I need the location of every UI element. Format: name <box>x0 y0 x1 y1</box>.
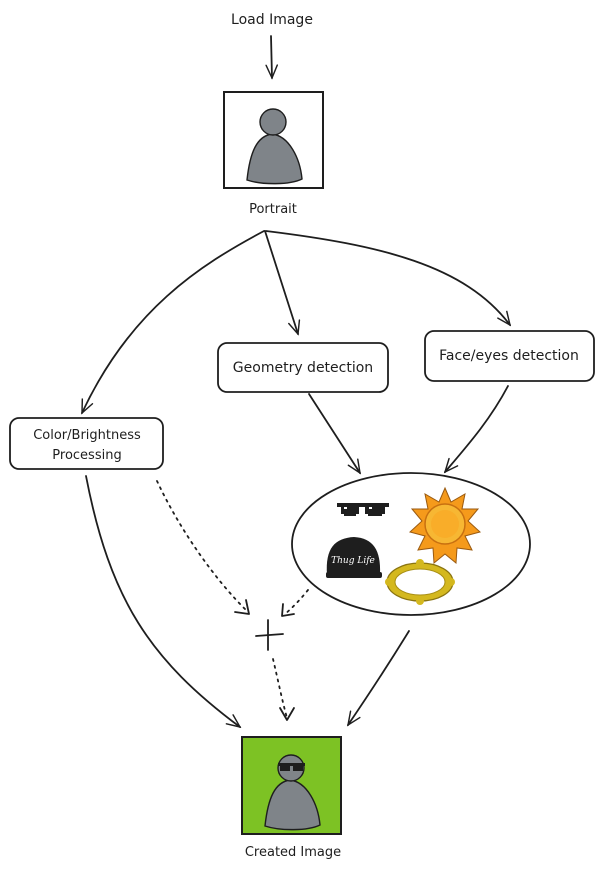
color-brightness-label-line2: Processing <box>52 448 121 463</box>
arrow-portrait-to-face <box>265 230 510 325</box>
geometry-detection-node: Geometry detection <box>217 342 389 393</box>
load-image-label: Load Image <box>231 12 313 28</box>
dotted-arrowhead-accessories <box>281 603 295 617</box>
dotted-arrowhead-color <box>234 599 250 615</box>
portrait-label: Portrait <box>249 202 297 217</box>
face-eyes-detection-node: Face/eyes detection <box>424 330 595 382</box>
arrow-face-to-accessories <box>445 385 509 472</box>
created-image-label: Created Image <box>245 845 341 860</box>
created-image-node <box>241 736 342 835</box>
geometry-detection-label: Geometry detection <box>233 360 373 376</box>
dotted-arrow-combine-to-created <box>272 658 288 719</box>
cap-text: Thug Life <box>331 556 375 566</box>
arrow-portrait-to-geometry <box>264 230 298 334</box>
sunglasses-icon <box>337 503 389 516</box>
combine-plus-icon <box>255 619 284 651</box>
arrow-color-to-created <box>85 475 240 727</box>
arrow-geometry-to-accessories <box>308 393 360 473</box>
dotted-arrow-accessories-to-combine <box>283 589 309 616</box>
person-with-sunglasses-icon <box>264 754 321 831</box>
portrait-node <box>223 91 324 189</box>
dotted-arrow-color-to-combine <box>156 480 249 613</box>
arrow-portrait-to-color <box>81 230 265 413</box>
dotted-arrowhead-created <box>279 707 295 721</box>
arrow-load-to-portrait <box>271 35 272 78</box>
cap-icon: Thug Life <box>326 537 382 578</box>
face-eyes-detection-label: Face/eyes detection <box>439 348 579 364</box>
color-brightness-node: Color/Brightness Processing <box>9 417 164 470</box>
sun-icon <box>408 486 482 565</box>
gold-frame-icon <box>385 559 455 605</box>
person-icon <box>246 108 303 185</box>
accessories-node: Thug Life <box>291 472 531 616</box>
color-brightness-label-line1: Color/Brightness <box>33 428 141 443</box>
arrow-accessories-to-created <box>348 630 410 725</box>
